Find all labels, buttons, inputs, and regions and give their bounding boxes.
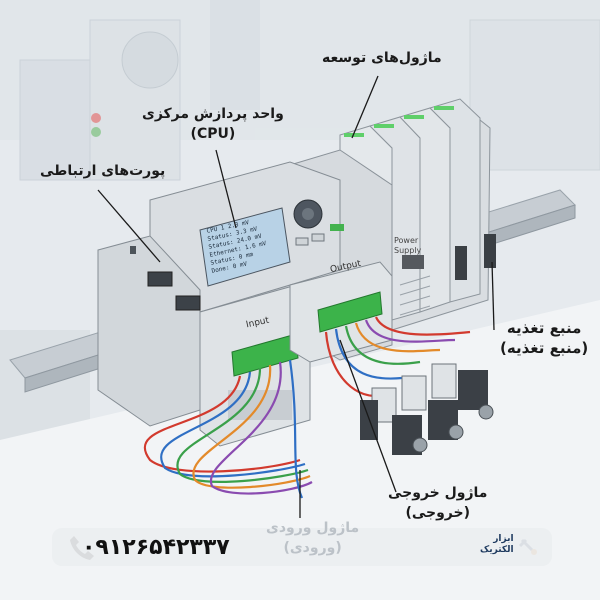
power-supply-text: Power Supply xyxy=(394,236,421,256)
callout-output xyxy=(339,339,397,493)
label-input-module: ماژول ورودی (ورودی) xyxy=(266,518,359,558)
callout-expansion xyxy=(351,75,379,139)
label-power-sub: (منبع تغذیه) xyxy=(500,339,589,357)
brand-logo-line2: الکتریک xyxy=(480,545,514,555)
label-cpu-title: واحد پردازش مرکزی xyxy=(142,106,284,122)
label-power-title: منبع تغذیه xyxy=(506,319,582,337)
label-input-sub: (ورودی) xyxy=(283,540,342,556)
output-wires xyxy=(324,316,471,397)
phone-number[interactable]: ۰۹۱۲۶۵۴۲۳۳۷ xyxy=(82,535,230,560)
output-terminal-block xyxy=(317,291,383,333)
label-input-title: ماژول ورودی xyxy=(266,520,360,536)
power-text-line2: Supply xyxy=(394,246,422,255)
power-text-line1: Power xyxy=(394,236,419,245)
label-output-sub: (خروجی) xyxy=(405,505,471,521)
brand-logo: ابزار الکتریک xyxy=(480,534,514,556)
label-power-supply: منبع تغذیه (منبع تغذیه) xyxy=(500,318,588,358)
callout-cpu xyxy=(215,149,237,229)
input-wires xyxy=(143,359,313,499)
contact-bar xyxy=(52,528,552,566)
label-cpu-sub: (CPU) xyxy=(190,126,236,142)
ethernet-port-2 xyxy=(175,295,201,311)
label-output-module: ماژول خروجی (خروجی) xyxy=(388,483,487,523)
comm-ports-module xyxy=(97,235,201,427)
input-terminal-block xyxy=(231,333,299,377)
relay-group xyxy=(360,363,494,455)
callout-power xyxy=(491,261,495,331)
background-machinery xyxy=(0,19,600,500)
label-comm-ports: پورت‌های ارتباطی xyxy=(40,163,166,179)
label-cpu: واحد پردازش مرکزی (CPU) xyxy=(142,104,284,144)
lcd-screen xyxy=(199,207,291,287)
brand-logo-line1: ابزار xyxy=(493,534,514,544)
label-output-title: ماژول خروجی xyxy=(388,485,488,501)
callout-lines xyxy=(97,75,495,518)
label-expansion-modules: ماژول‌های توسعه xyxy=(322,50,442,66)
cpu-module xyxy=(149,161,344,313)
input-module xyxy=(199,283,311,447)
callout-ports xyxy=(97,189,161,263)
ethernet-port-1 xyxy=(147,271,173,287)
output-module xyxy=(289,261,393,363)
